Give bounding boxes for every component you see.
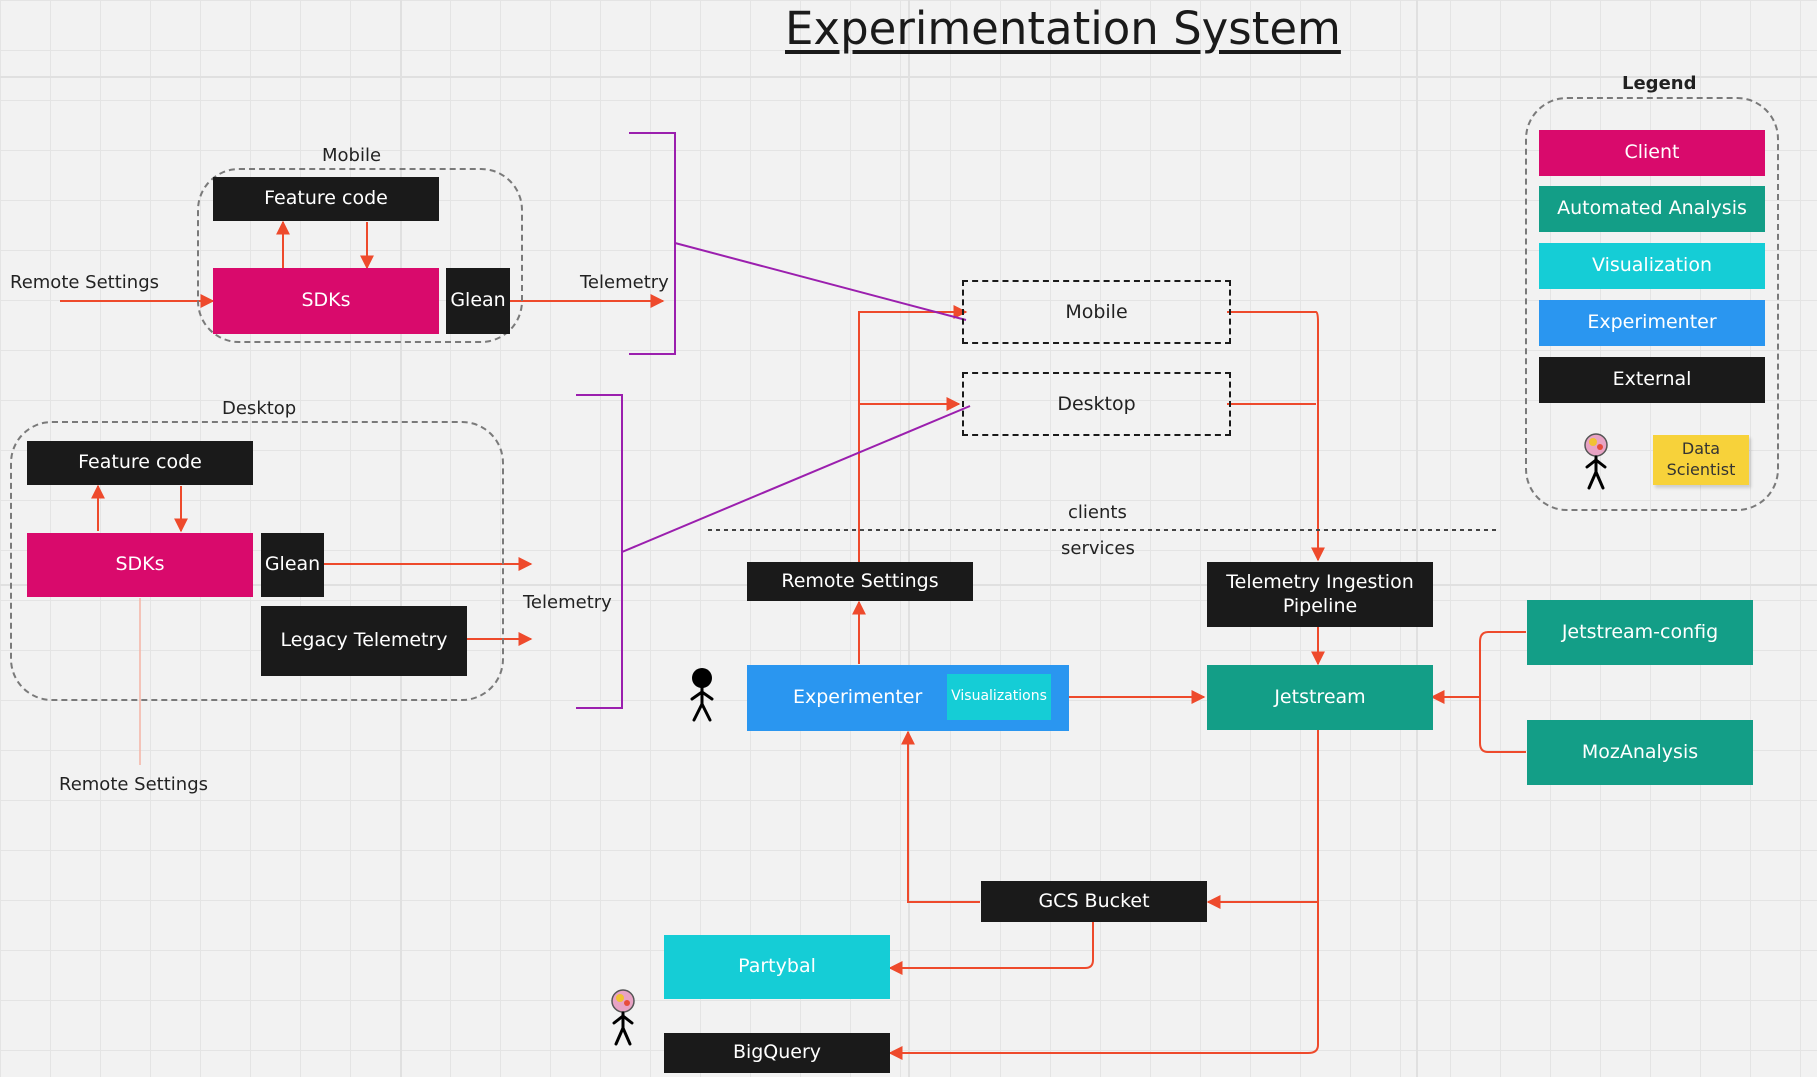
visualizations-box: Visualizations: [947, 674, 1051, 720]
desktop-group-label: Desktop: [222, 398, 297, 419]
grid-line: [908, 0, 910, 1077]
mobile-group: [197, 168, 523, 343]
telemetry-ingestion-pipeline-box: Telemetry Ingestion Pipeline: [1207, 562, 1433, 627]
mobile-feature-code-box: Feature code: [213, 177, 439, 221]
partybal-box: Partybal: [664, 935, 890, 999]
data-scientist-sticky-note: Data Scientist: [1653, 435, 1749, 485]
mobile-sdks-box: SDKs: [213, 268, 439, 334]
grid-line: [400, 0, 402, 1077]
gcs-bucket-box: GCS Bucket: [981, 881, 1207, 922]
desktop-telemetry-label: Telemetry: [523, 592, 612, 613]
data-scientist-icon: [611, 989, 635, 1046]
legend-group: [1525, 97, 1779, 511]
desktop-glean-box: Glean: [261, 533, 324, 597]
legend-experimenter: Experimenter: [1539, 300, 1765, 346]
person-icon: [690, 668, 714, 722]
mobile-glean-box: Glean: [446, 268, 510, 334]
legend-client: Client: [1539, 130, 1765, 176]
desktop-sdks-box: SDKs: [27, 533, 253, 597]
services-label: services: [1061, 538, 1135, 559]
experimenter-label: Experimenter: [793, 686, 923, 709]
grid-line: [1416, 0, 1418, 1077]
grid-line: [0, 76, 1817, 78]
legend-automated-analysis: Automated Analysis: [1539, 186, 1765, 232]
jetstream-config-box: Jetstream-config: [1527, 600, 1753, 665]
legend-visualization: Visualization: [1539, 243, 1765, 289]
legacy-telemetry-box: Legacy Telemetry: [261, 606, 467, 676]
legend-title: Legend: [1622, 73, 1697, 94]
desktop-remote-settings-label: Remote Settings: [59, 774, 209, 795]
mobile-group-label: Mobile: [322, 145, 382, 166]
desktop-client-box: Desktop: [962, 372, 1231, 436]
mobile-remote-settings-label: Remote Settings: [10, 272, 160, 293]
mobile-client-box: Mobile: [962, 280, 1231, 344]
clients-label: clients: [1068, 502, 1127, 523]
diagram-title: Experimentation System: [785, 2, 1341, 55]
desktop-feature-code-box: Feature code: [27, 441, 253, 485]
mobile-telemetry-label: Telemetry: [580, 272, 669, 293]
legend-external: External: [1539, 357, 1765, 403]
remote-settings-service-box: Remote Settings: [747, 562, 973, 601]
desktop-group: [10, 421, 504, 701]
mozanalysis-box: MozAnalysis: [1527, 720, 1753, 785]
bigquery-box: BigQuery: [664, 1033, 890, 1073]
data-scientist-icon: [1584, 433, 1608, 490]
jetstream-box: Jetstream: [1207, 665, 1433, 730]
